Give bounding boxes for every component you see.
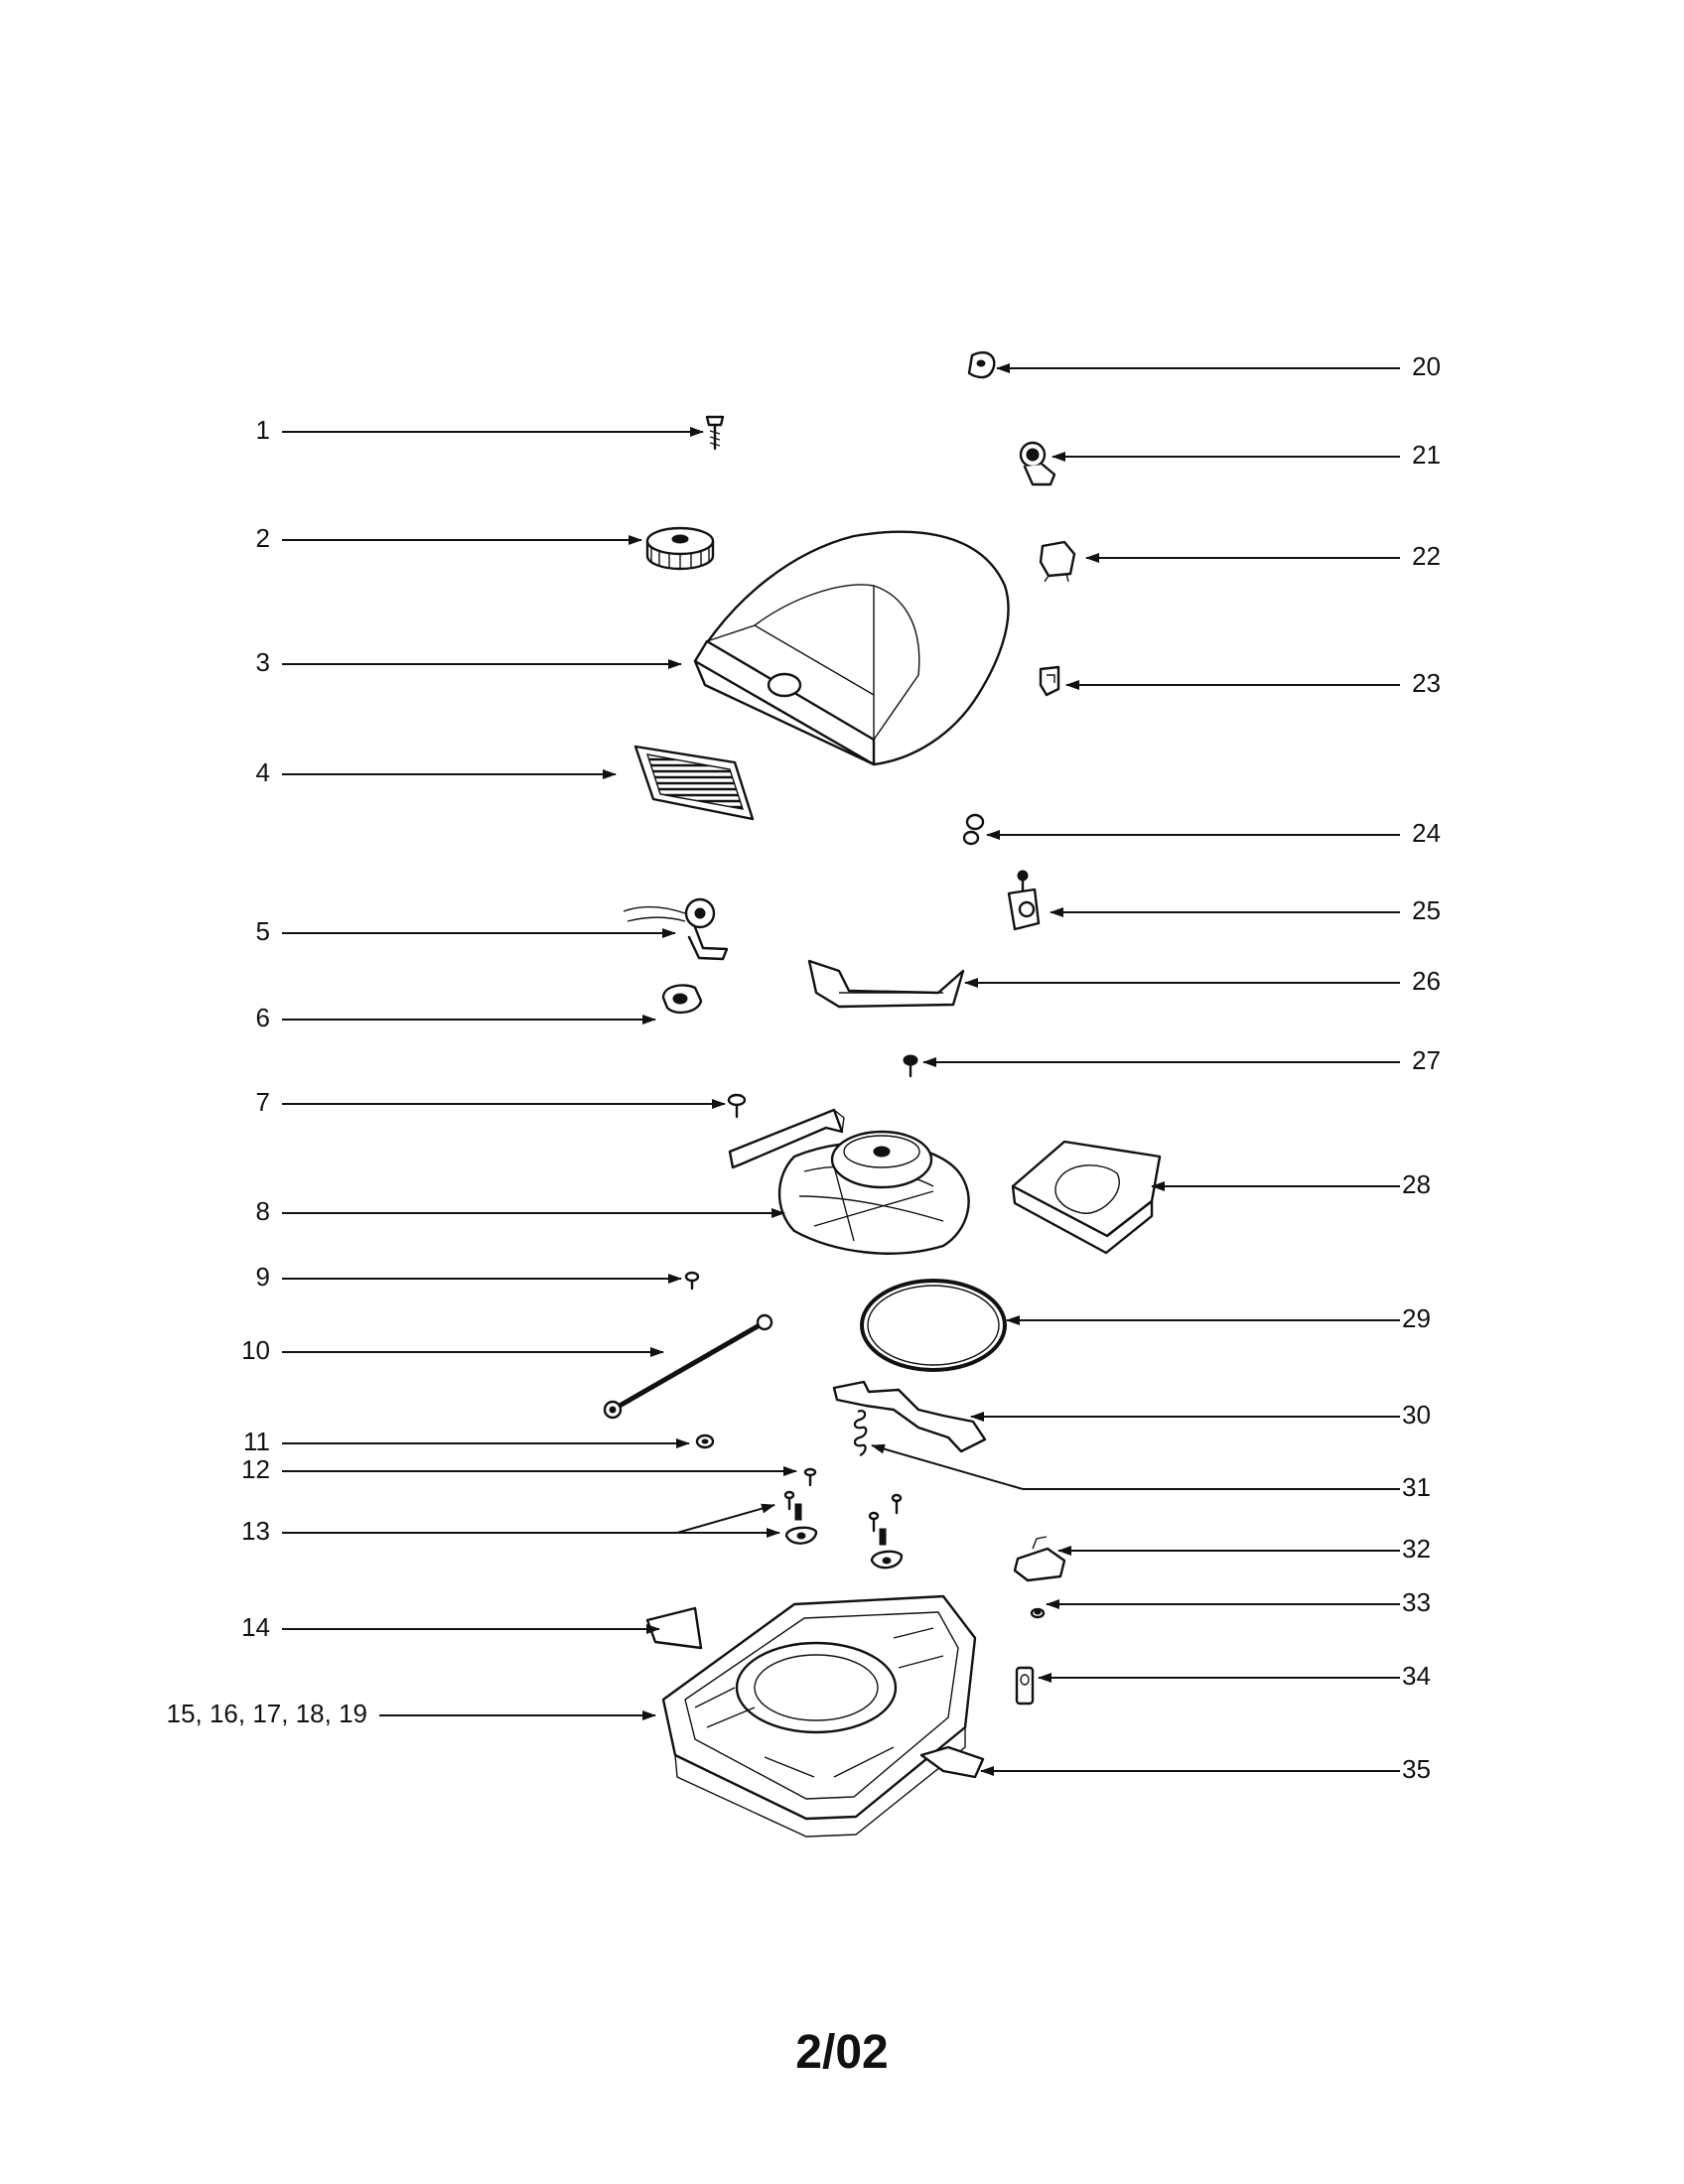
part-26-bumper-strip [807, 959, 965, 1009]
part-32-hinge-bracket [1013, 1536, 1066, 1582]
callout-15-19: 15, 16, 17, 18, 19 [167, 1699, 367, 1728]
callout-labels: 1 2 3 4 5 6 7 8 9 10 11 12 13 14 15, 16,… [167, 351, 1441, 1784]
callout-28: 28 [1402, 1169, 1431, 1199]
part-3-cover-hood [693, 530, 1010, 766]
part-4-grille [633, 745, 755, 821]
callout-29: 29 [1402, 1303, 1431, 1333]
part-14-plate [645, 1606, 703, 1650]
callout-22: 22 [1412, 541, 1441, 571]
part-7-screw [727, 1093, 747, 1119]
part-22-latch [1039, 540, 1076, 583]
callout-1: 1 [256, 415, 270, 445]
part-10-link-rod [603, 1313, 773, 1420]
part-28-filter [1011, 1140, 1162, 1255]
callout-13: 13 [241, 1516, 270, 1546]
part-20-clip [967, 350, 996, 379]
part-6-bushing [661, 984, 703, 1015]
part-11-nut [695, 1433, 715, 1449]
callout-26: 26 [1412, 966, 1441, 996]
leader-lines [282, 363, 1400, 1776]
callout-35: 35 [1402, 1754, 1431, 1784]
callout-31: 31 [1402, 1472, 1431, 1502]
part-33-rivet [1030, 1607, 1046, 1619]
callout-3: 3 [256, 647, 270, 677]
part-13-brackets [783, 1490, 904, 1570]
part-35-plate [919, 1745, 985, 1779]
part-34-clip [1015, 1666, 1035, 1706]
callout-20: 20 [1412, 351, 1441, 381]
part-27-screw [903, 1054, 918, 1078]
part-31-spring [853, 1410, 868, 1457]
callout-10: 10 [241, 1335, 270, 1365]
callout-5: 5 [256, 916, 270, 946]
part-9-screw [684, 1271, 700, 1291]
part-30-lever [832, 1380, 987, 1453]
part-2-gear-knob [645, 526, 715, 571]
part-24-caps [962, 813, 985, 846]
callout-30: 30 [1402, 1400, 1431, 1430]
callout-12: 12 [241, 1454, 270, 1484]
callout-9: 9 [256, 1262, 270, 1292]
callout-34: 34 [1402, 1661, 1431, 1691]
callout-21: 21 [1412, 440, 1441, 470]
callout-4: 4 [256, 757, 270, 787]
part-12-screw [803, 1467, 817, 1487]
callout-23: 23 [1412, 668, 1441, 698]
part-21-lamp-socket [1019, 441, 1056, 486]
part-25-switch [1007, 870, 1041, 931]
callout-33: 33 [1402, 1587, 1431, 1617]
callout-8: 8 [256, 1196, 270, 1226]
callout-24: 24 [1412, 818, 1441, 848]
part-15-19-base-housing [661, 1594, 977, 1838]
callout-25: 25 [1412, 895, 1441, 925]
callout-14: 14 [241, 1612, 270, 1642]
part-29-belt [860, 1279, 1007, 1372]
callout-32: 32 [1402, 1534, 1431, 1564]
callout-2: 2 [256, 523, 270, 553]
page-code: 2/02 [795, 2026, 889, 2079]
part-8-motor-assembly [728, 1108, 970, 1255]
part-5-switch-assembly [623, 897, 729, 961]
part-23-bracket [1039, 665, 1060, 697]
callout-6: 6 [256, 1003, 270, 1032]
callout-11: 11 [243, 1427, 270, 1456]
callout-7: 7 [256, 1087, 270, 1117]
callout-27: 27 [1412, 1045, 1441, 1075]
part-1-screw [705, 415, 725, 451]
